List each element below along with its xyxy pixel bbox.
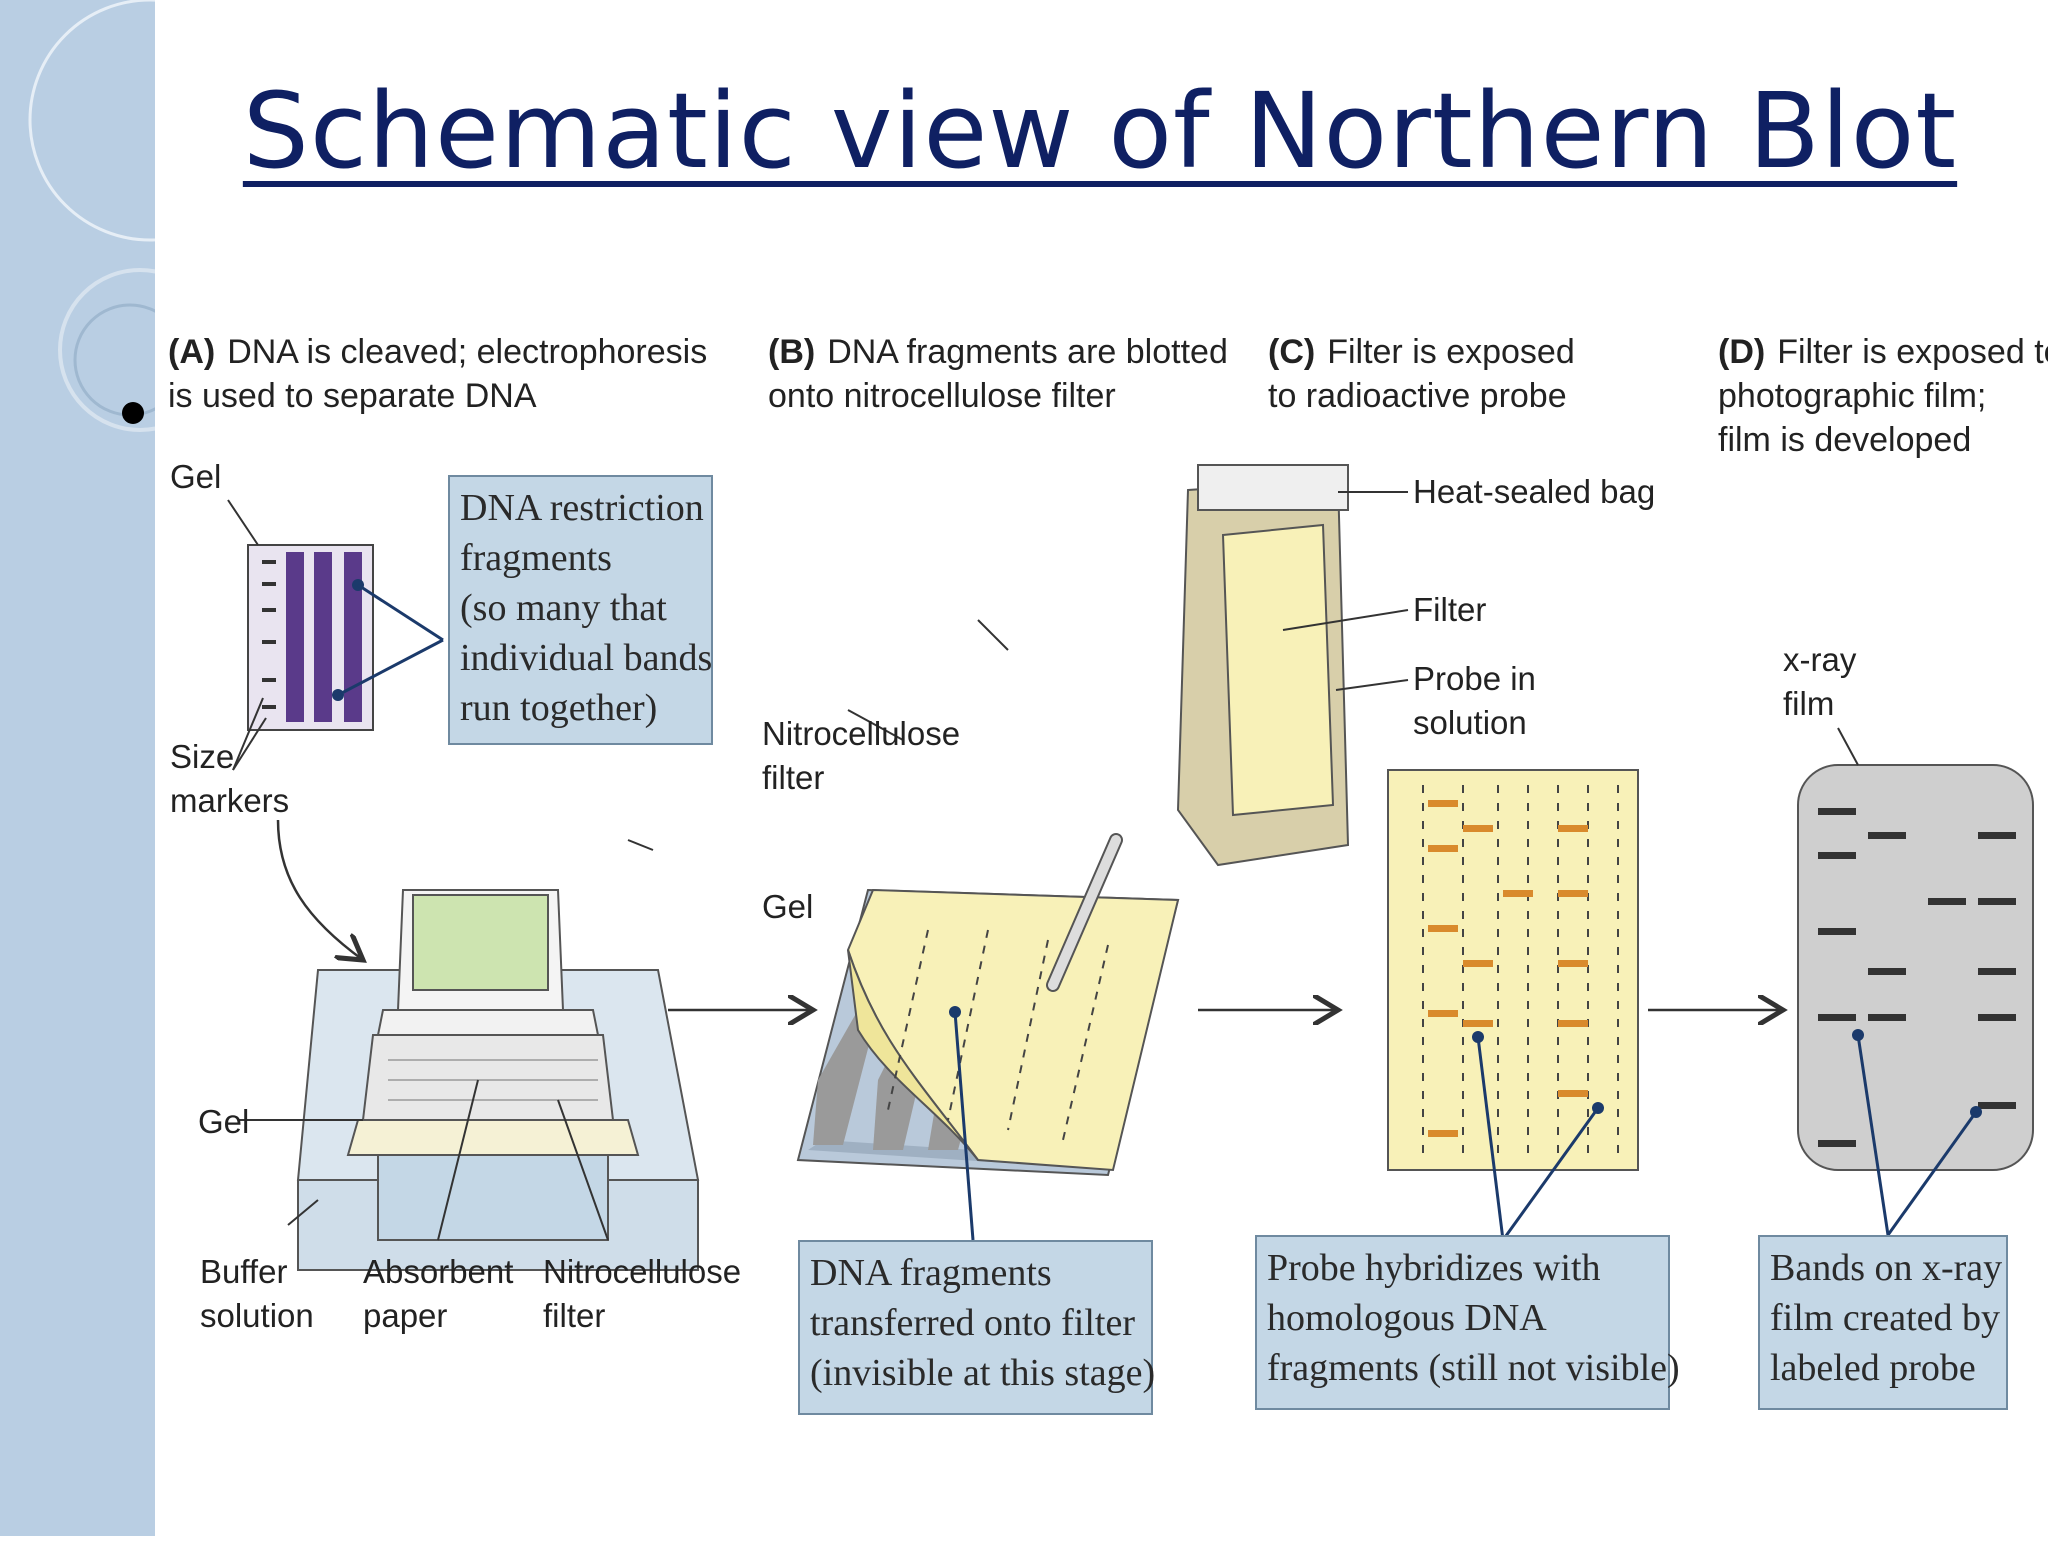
filter-on-gel-b [627,619,1180,1241]
label-nitrocellulose-stack: Nitrocellulose filter [543,1253,742,1334]
bullet-point [122,402,144,424]
label-filter-c: Filter [1413,591,1487,628]
slide-title: Schematic view of Northern Blot [242,70,1958,192]
diagram-drawings [227,464,2034,1271]
northern-blot-diagram: (A)DNA is cleaved; electrophoresis is us… [158,320,2048,1450]
label-gel-b: Gel [762,888,814,925]
heat-sealed-bag-c [1176,464,1409,867]
callout-fragments-transferred: DNA fragments transferred onto filter (i… [798,1240,1155,1415]
label-absorbent-paper: Absorbent paper [363,1253,514,1334]
step-c-header: (C)Filter is exposed to radioactive prob… [1268,333,1575,415]
label-heat-sealed-bag: Heat-sealed bag [1413,473,1656,510]
callout-restriction-fragments: DNA restriction fragments (so many that … [448,475,713,745]
label-gel-a: Gel [170,458,222,495]
step-d-header: (D)Filter is exposed to photographic fil… [1718,333,2048,459]
label-xray-film: x-ray film [1783,641,1857,722]
label-probe-in-solution: Probe in solution [1413,660,1536,741]
xray-film-d [1797,727,2034,1236]
callout-probe-hybridizes: Probe hybridizes with homologous DNA fra… [1255,1235,1680,1410]
probed-filter-c [1387,769,1639,1241]
step-a-header: (A)DNA is cleaved; electrophoresis is us… [168,333,708,415]
gel-plate-a [227,499,444,771]
label-gel-stack: Gel [198,1103,250,1140]
step-b-header: (B)DNA fragments are blotted onto nitroc… [768,333,1228,415]
label-nitrocellulose-b: Nitrocellulose filter [762,715,961,796]
slide-side-bar [0,0,272,1536]
callout-bands-on-film: Bands on x-ray film created by labeled p… [1758,1235,2008,1410]
blotting-tank [238,889,700,1271]
label-buffer-solution: Buffer solution [200,1253,314,1334]
label-size-markers: Size markers [170,738,290,819]
side-bar-decoration [28,0,272,432]
